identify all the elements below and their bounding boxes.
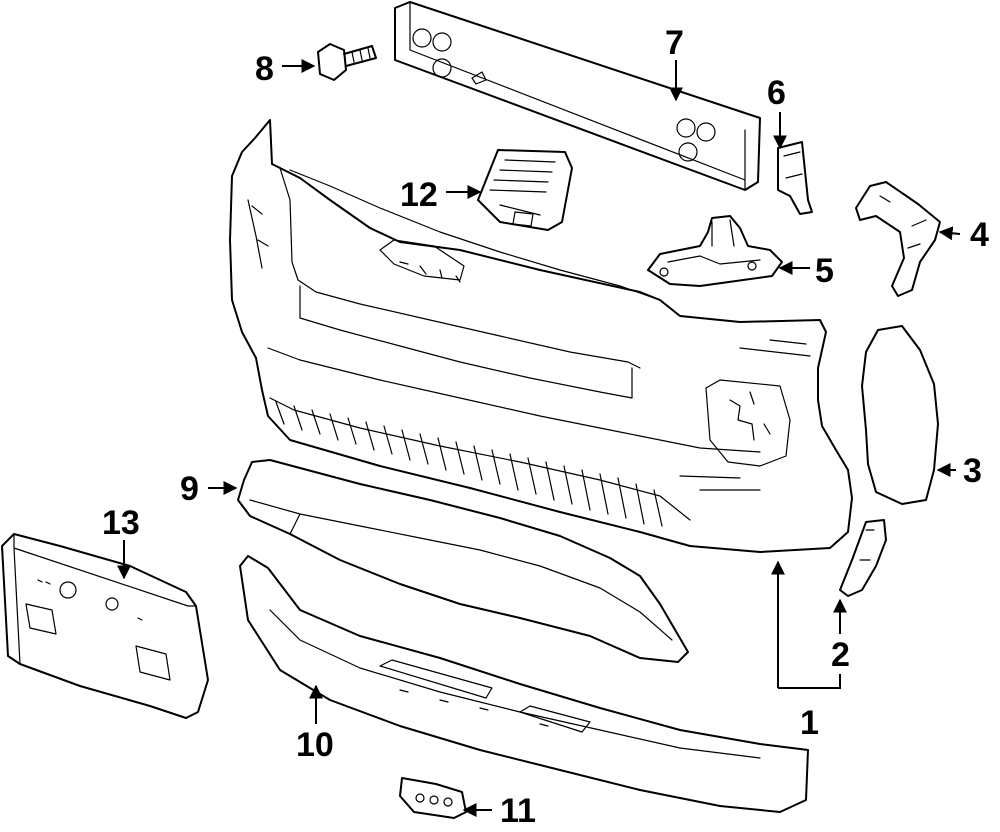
part-10-lower-skid	[239, 555, 809, 813]
callout-12: 12	[400, 176, 438, 214]
callout-1: 1	[800, 704, 819, 742]
callout-9: 9	[180, 470, 199, 508]
callout-7: 7	[665, 24, 684, 62]
part-1-bumper-cover	[229, 119, 853, 553]
callout-13: 13	[102, 504, 140, 542]
callout-2: 2	[831, 636, 850, 674]
callout-3: 3	[963, 452, 982, 490]
part-13-license-bracket	[1, 533, 209, 719]
callout-11: 11	[500, 792, 536, 830]
part-3-end-cap	[861, 325, 939, 505]
part-12-bezel	[477, 149, 573, 231]
part-7-reinforcement-bar	[394, 1, 761, 191]
part-4-side-bracket	[855, 181, 941, 297]
callout-8: 8	[255, 50, 274, 88]
callout-10: 10	[296, 726, 334, 764]
callout-6: 6	[767, 74, 786, 112]
part-2-bracket	[839, 519, 887, 597]
callout-4: 4	[970, 216, 989, 254]
leader-lines	[117, 59, 961, 817]
part-6-bracket	[777, 141, 813, 215]
callout-5: 5	[815, 252, 834, 290]
part-9-valance	[237, 459, 689, 663]
part-8-bolt	[317, 43, 377, 81]
part-5-sensor-bracket	[647, 215, 783, 287]
part-11-clip	[399, 777, 467, 819]
